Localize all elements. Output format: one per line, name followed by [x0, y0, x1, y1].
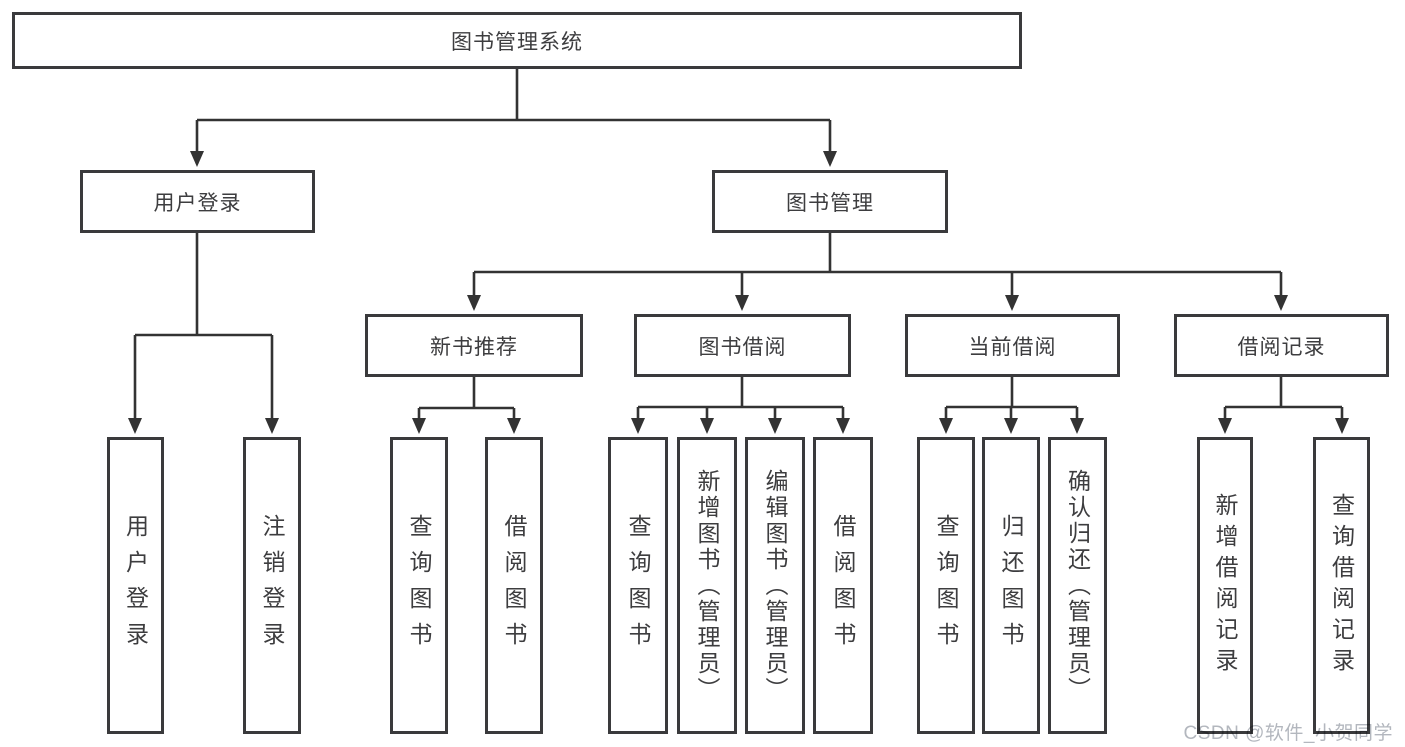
csdn-watermark: CSDN @软件_小贺同学	[1183, 723, 1393, 744]
leaf-borrowing-borrow-books: 借阅图书	[813, 437, 873, 734]
leaf-recommend-borrow-books: 借阅图书	[485, 437, 543, 734]
node-book-management: 图书管理	[712, 170, 948, 233]
node-borrow-records: 借阅记录	[1174, 314, 1389, 377]
leaf-borrowing-add-books-admin: 新增图书（管理员）	[677, 437, 737, 734]
node-book-borrowing: 图书借阅	[634, 314, 851, 377]
leaf-current-query-books: 查询图书	[917, 437, 975, 734]
node-user-login: 用户登录	[80, 170, 315, 233]
leaf-records-query-borrow-record: 查询借阅记录	[1313, 437, 1370, 734]
leaf-records-add-borrow-record: 新增借阅记录	[1197, 437, 1253, 734]
node-new-book-recommend: 新书推荐	[365, 314, 583, 377]
leaf-borrowing-query-books: 查询图书	[608, 437, 668, 734]
leaf-current-return-books: 归还图书	[982, 437, 1040, 734]
leaf-logout: 注销登录	[243, 437, 301, 734]
leaf-current-confirm-return-admin: 确认归还（管理员）	[1048, 437, 1107, 734]
leaf-recommend-query-books: 查询图书	[390, 437, 448, 734]
node-library-management-system: 图书管理系统	[12, 12, 1022, 69]
leaf-user-login: 用户登录	[107, 437, 164, 734]
node-current-borrowing: 当前借阅	[905, 314, 1120, 377]
leaf-borrowing-edit-books-admin: 编辑图书（管理员）	[745, 437, 805, 734]
